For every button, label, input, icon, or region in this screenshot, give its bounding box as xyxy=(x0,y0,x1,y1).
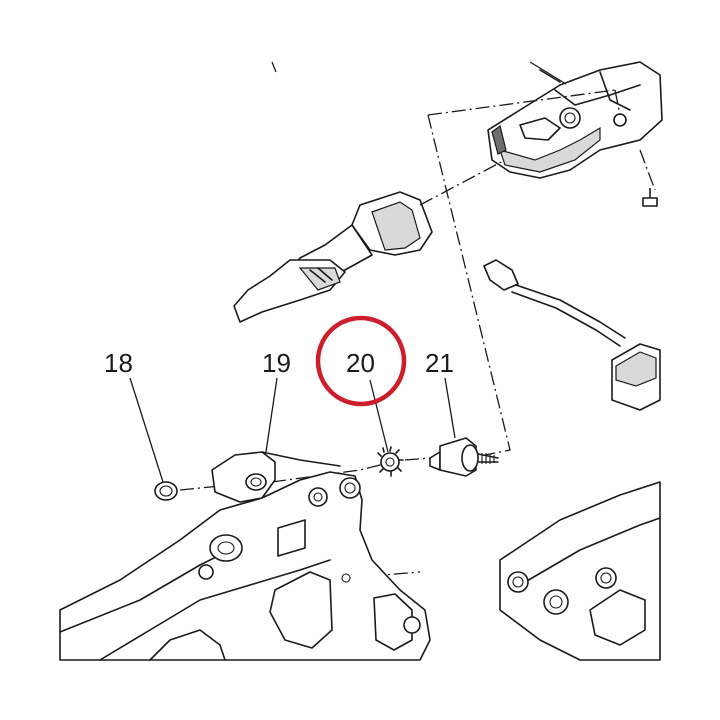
callout-21: 21 xyxy=(425,348,454,378)
wiring-harness xyxy=(483,259,661,411)
indicator-lamp xyxy=(233,191,433,323)
screw-top-right xyxy=(642,188,658,207)
callout-18: 18 xyxy=(104,348,133,378)
washer-18 xyxy=(154,481,178,501)
lock-washer-20 xyxy=(377,446,404,477)
mounting-plate-19 xyxy=(211,451,341,503)
rubber-mount-21 xyxy=(429,437,499,477)
leader-lines xyxy=(129,61,567,483)
highlight-circle xyxy=(315,315,407,407)
frame-bracket-right xyxy=(499,481,661,661)
callout-20: 20 xyxy=(346,348,375,378)
upper-bracket-assembly xyxy=(487,61,663,179)
frame-chassis xyxy=(59,471,431,661)
assembly-guide-lines xyxy=(179,61,656,579)
callout-19: 19 xyxy=(262,348,291,378)
